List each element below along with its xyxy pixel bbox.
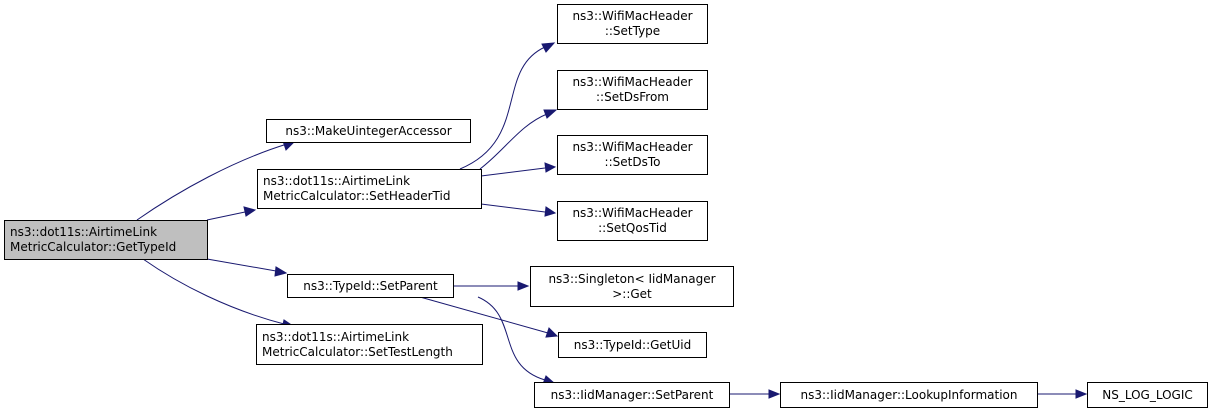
node-wifi-setdsto-line2: ::SetDsTo [604, 155, 661, 169]
node-wifi-setdsto[interactable]: ns3::WifiMacHeader ::SetDsTo [557, 135, 708, 175]
node-gettypeid: ns3::dot11s::AirtimeLink MetricCalculato… [4, 220, 208, 260]
node-wifi-setdsfrom-line2: ::SetDsFrom [595, 90, 669, 104]
node-makeuintegeraccessor[interactable]: ns3::MakeUintegerAccessor [266, 119, 471, 143]
node-typeid-setparent-label: ns3::TypeId::SetParent [303, 278, 438, 293]
edge-setheadertid-to-setdsto [480, 162, 557, 177]
edge-typeid-setparent-to-singleton-get [453, 281, 530, 291]
node-wifi-setqostid-line2: ::SetQosTid [598, 221, 667, 235]
edge-gettypeid-to-settestlength [142, 258, 295, 330]
node-wifi-setdsfrom-line1: ns3::WifiMacHeader [572, 75, 693, 89]
node-wifi-settype-line2: ::SetType [604, 24, 661, 38]
node-typeid-getuid[interactable]: ns3::TypeId::GetUid [558, 332, 707, 358]
node-setheadertid-line2: MetricCalculator::SetHeaderTid [263, 189, 451, 203]
node-wifi-setdsto-line1: ns3::WifiMacHeader [572, 140, 693, 154]
node-wifi-setdsfrom[interactable]: ns3::WifiMacHeader ::SetDsFrom [557, 70, 708, 110]
node-makeuintegeraccessor-label: ns3::MakeUintegerAccessor [285, 123, 452, 138]
node-settestlength[interactable]: ns3::dot11s::AirtimeLink MetricCalculato… [256, 324, 483, 365]
node-singleton-get-line2: >::Get [612, 286, 652, 301]
node-wifi-settype-line1: ns3::WifiMacHeader [572, 9, 693, 23]
node-iid-setparent[interactable]: ns3::IidManager::SetParent [534, 382, 730, 408]
node-setheadertid[interactable]: ns3::dot11s::AirtimeLink MetricCalculato… [257, 169, 482, 209]
node-ns-log-logic-label: NS_LOG_LOGIC [1102, 387, 1193, 402]
node-singleton-get-line1: ns3::Singleton< IidManager [548, 271, 716, 286]
node-singleton-get[interactable]: ns3::Singleton< IidManager >::Get [530, 266, 734, 307]
node-iid-lookupinformation[interactable]: ns3::IidManager::LookupInformation [780, 382, 1038, 408]
edge-gettypeid-to-setheadertid [206, 206, 257, 221]
node-gettypeid-line1: ns3::dot11s::AirtimeLink [10, 225, 158, 239]
node-iid-lookupinformation-label: ns3::IidManager::LookupInformation [800, 387, 1018, 402]
edge-typeid-setparent-to-getuid [419, 296, 559, 338]
edge-setheadertid-to-setdsfrom [479, 109, 558, 170]
node-wifi-setqostid[interactable]: ns3::WifiMacHeader ::SetQosTid [557, 201, 708, 241]
edge-iid-setparent-to-lookupinformation [729, 389, 781, 399]
node-settestlength-line1: ns3::dot11s::AirtimeLink [262, 329, 410, 344]
node-gettypeid-line2: MetricCalculator::GetTypeId [10, 240, 177, 254]
edge-typeid-setparent-to-iid-setparent [477, 296, 556, 385]
edge-setheadertid-to-setqostid [480, 203, 557, 217]
node-wifi-setqostid-line1: ns3::WifiMacHeader [572, 206, 693, 220]
node-wifi-settype[interactable]: ns3::WifiMacHeader ::SetType [557, 4, 708, 44]
node-typeid-getuid-label: ns3::TypeId::GetUid [573, 337, 692, 352]
edge-setheadertid-to-settype [459, 42, 556, 170]
edge-gettypeid-to-typeid-setparent [206, 258, 288, 277]
edge-lookupinformation-to-ns-log-logic [1037, 389, 1088, 399]
node-typeid-setparent[interactable]: ns3::TypeId::SetParent [287, 274, 454, 298]
node-settestlength-line2: MetricCalculator::SetTestLength [262, 344, 453, 359]
node-ns-log-logic[interactable]: NS_LOG_LOGIC [1087, 382, 1208, 408]
node-iid-setparent-label: ns3::IidManager::SetParent [550, 387, 714, 402]
node-setheadertid-line1: ns3::dot11s::AirtimeLink [263, 174, 411, 188]
